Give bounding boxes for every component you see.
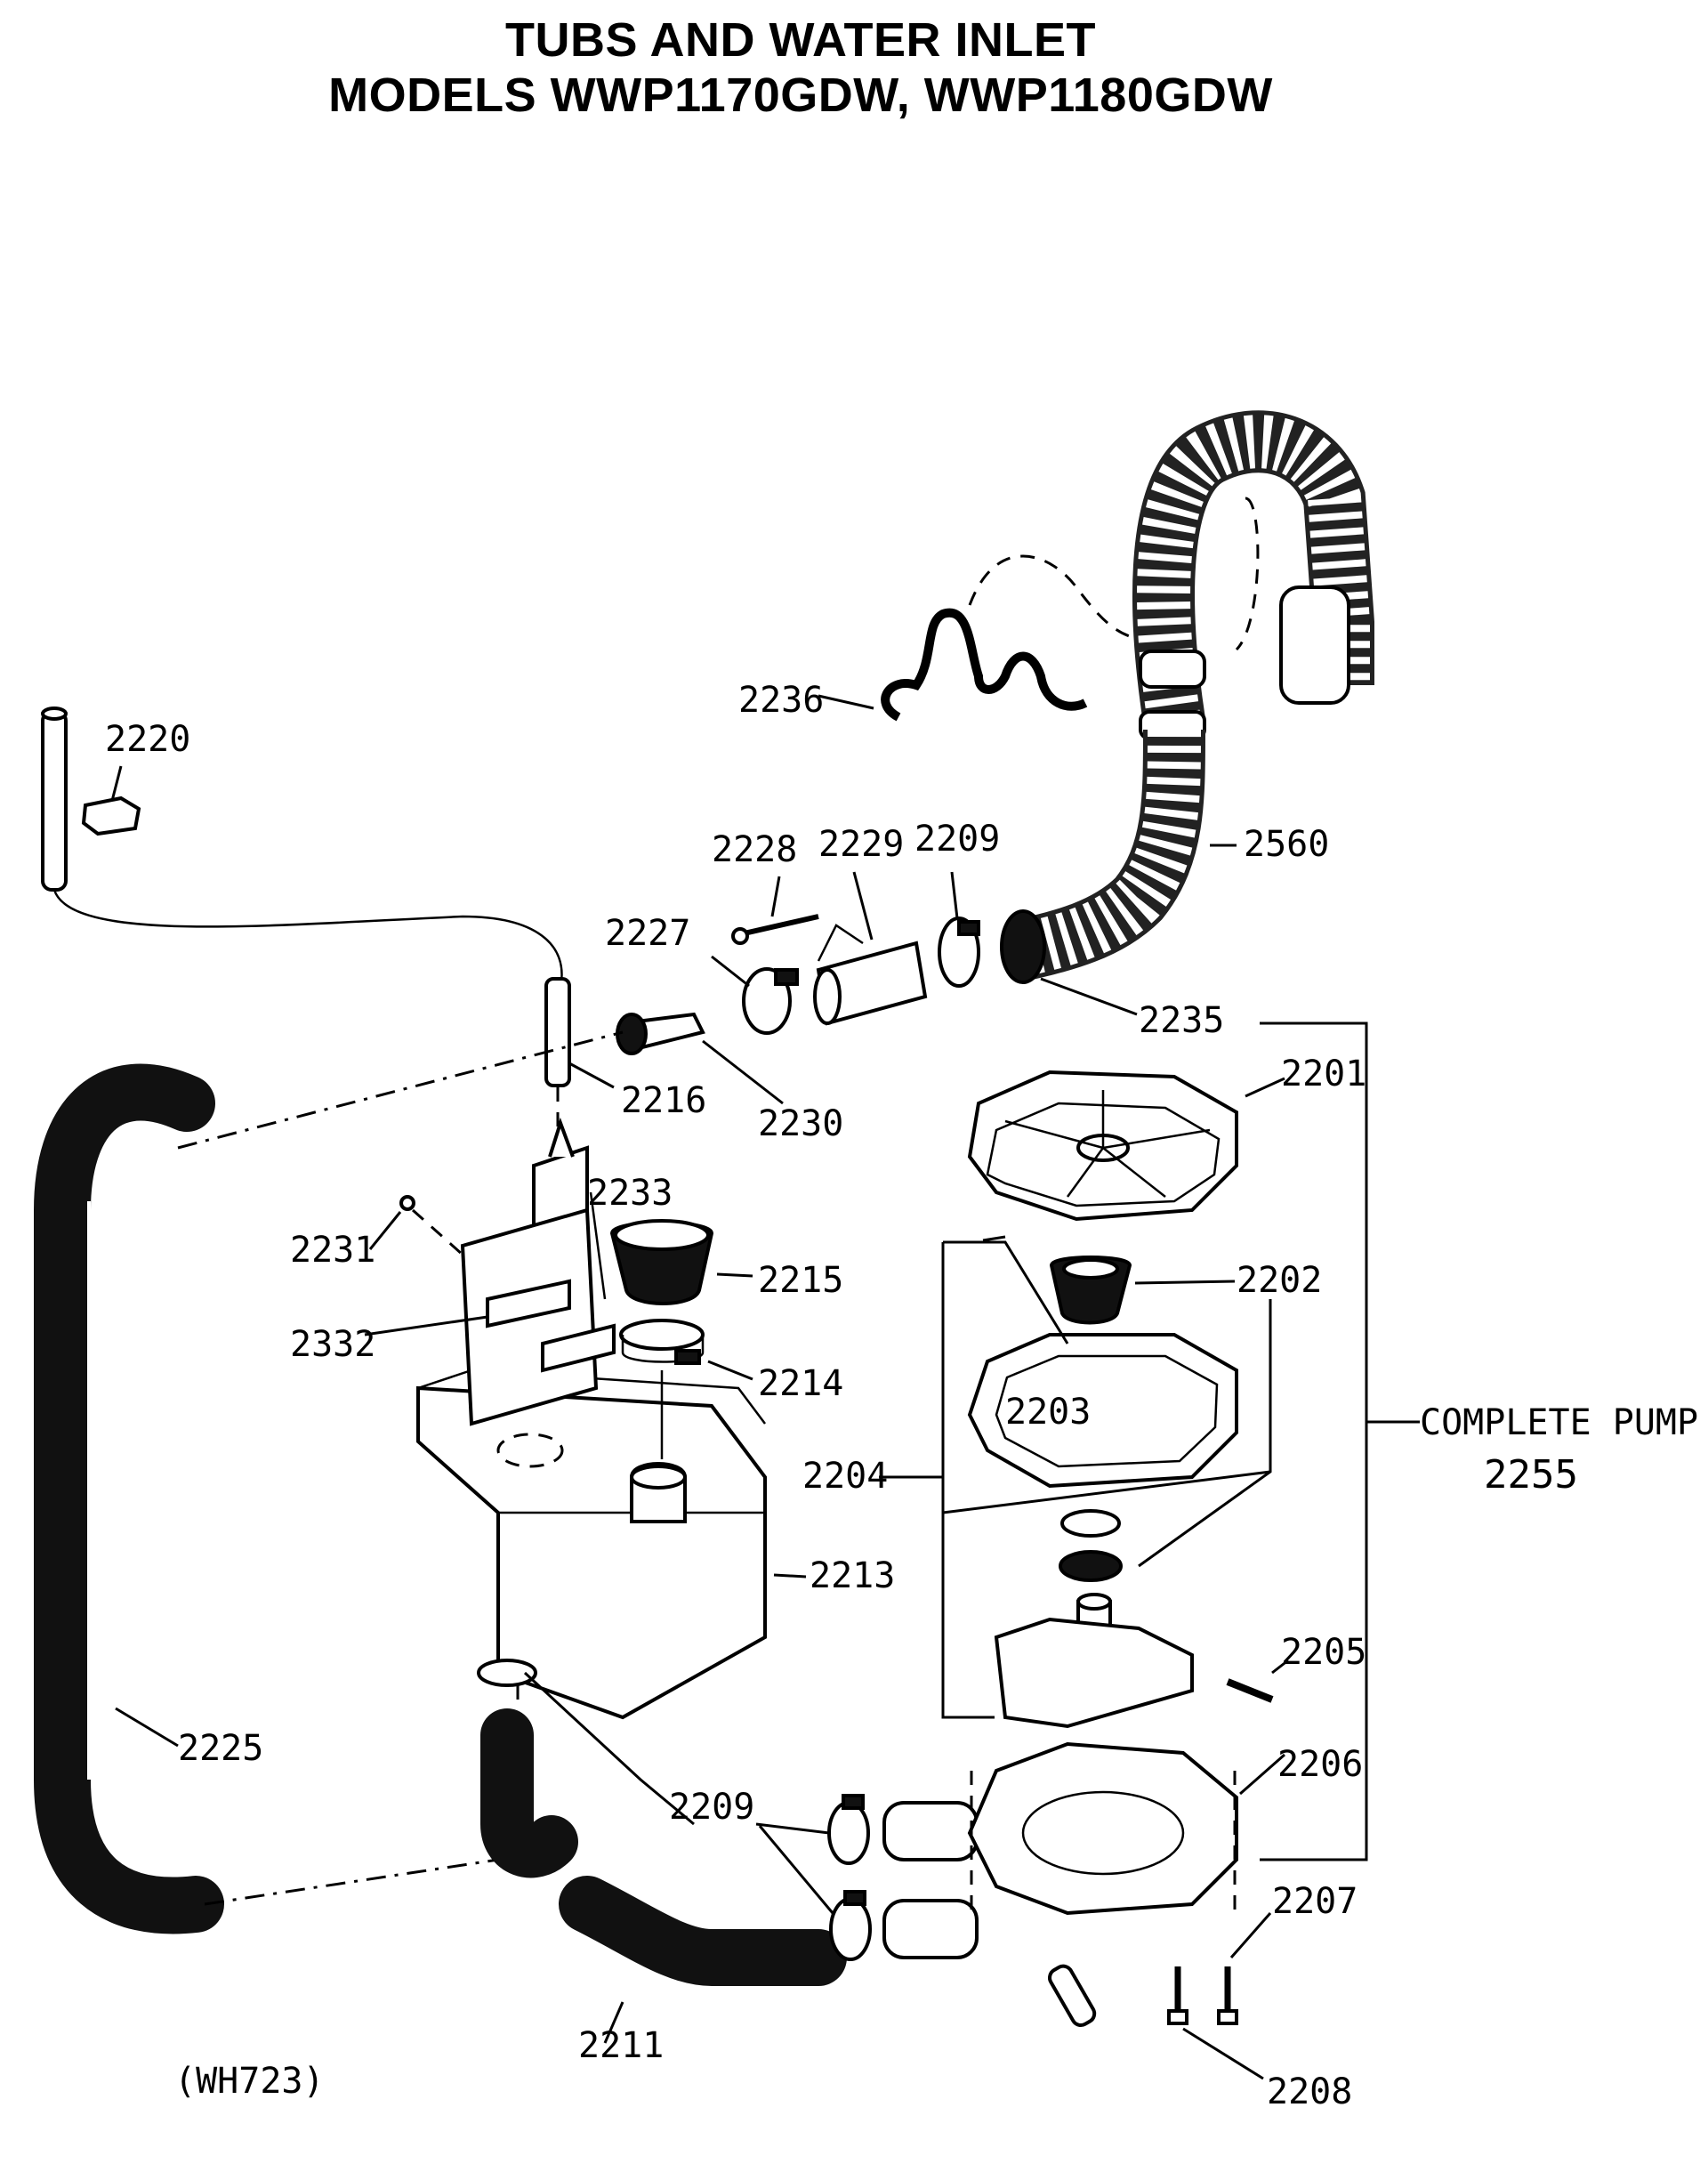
part-2209-elbow-hose xyxy=(480,1682,578,1878)
label-2332: 2332 xyxy=(290,1324,375,1365)
part-2233-bracket xyxy=(460,1117,607,1426)
label-2216: 2216 xyxy=(621,1080,706,1121)
part-2227-clamp xyxy=(711,955,799,1035)
label-2231: 2231 xyxy=(290,1230,375,1271)
label-2230: 2230 xyxy=(758,1103,843,1144)
part-2201-pump-cover xyxy=(967,1070,1285,1222)
label-2202: 2202 xyxy=(1237,1260,1322,1301)
label-2229: 2229 xyxy=(818,824,904,865)
part-2214-clamp xyxy=(619,1319,753,1459)
part-2207-bolt xyxy=(1217,1912,1272,2025)
label-2208: 2208 xyxy=(1267,2071,1352,2112)
label-2235: 2235 xyxy=(1139,1000,1224,1041)
label-2225: 2225 xyxy=(178,1728,263,1769)
label-2209-lower: 2209 xyxy=(669,1787,754,1828)
label-2228: 2228 xyxy=(712,829,797,870)
label-2206: 2206 xyxy=(1277,1744,1363,1785)
part-2220-tube xyxy=(41,707,563,989)
complete-pump-bracket xyxy=(1260,1021,1420,1861)
label-2204: 2204 xyxy=(802,1456,888,1497)
part-2205-screw xyxy=(1226,1659,1289,1703)
part-2206-pump-housing xyxy=(967,1741,1285,2027)
part-2209-clamp-upper xyxy=(938,871,980,988)
diagram-title-line1: TUBS AND WATER INLET xyxy=(505,13,1096,67)
label-2255: 2255 xyxy=(1484,1452,1578,1498)
label-2207: 2207 xyxy=(1272,1881,1358,1922)
part-2208-bolt xyxy=(1167,1966,1264,2080)
part-2332-plates xyxy=(364,1279,616,1373)
label-2233: 2233 xyxy=(587,1173,673,1214)
label-2214: 2214 xyxy=(758,1363,843,1404)
part-2225-hose xyxy=(34,1063,499,1934)
part-2230-fitting xyxy=(177,1012,784,1150)
part-2216-hose xyxy=(544,977,615,1130)
label-2220: 2220 xyxy=(105,719,190,760)
label-2560: 2560 xyxy=(1244,824,1329,865)
part-2209-clamp-lower-left xyxy=(477,1659,695,1826)
label-complete-pump: COMPLETE PUMP xyxy=(1420,1402,1698,1443)
part-2203-gasket xyxy=(967,1235,1238,1489)
diagram-title-line2: MODELS WWP1170GDW, WWP1180GDW xyxy=(328,69,1273,122)
part-2211-hose xyxy=(559,1876,847,2044)
label-2236: 2236 xyxy=(738,680,824,721)
part-2204-impeller xyxy=(879,1240,1271,1729)
part-2228-screw xyxy=(731,876,819,945)
part-2209-clamps-pair xyxy=(755,1794,979,1961)
label-2203: 2203 xyxy=(1005,1392,1091,1433)
label-2215: 2215 xyxy=(758,1260,843,1301)
label-2201: 2201 xyxy=(1281,1054,1366,1094)
part-2560-drain-hose xyxy=(1000,410,1374,1016)
part-2236-wire-clip xyxy=(818,554,1157,722)
label-2205: 2205 xyxy=(1281,1632,1366,1673)
part-2215-cap xyxy=(609,1219,753,1305)
part-2202-seal xyxy=(1049,1256,1272,1568)
part-2213-tub xyxy=(416,1369,807,1720)
label-2227: 2227 xyxy=(605,913,690,954)
diagram-code: (WH723) xyxy=(174,2061,325,2102)
label-2213: 2213 xyxy=(810,1555,895,1596)
part-2231-screw xyxy=(368,1195,463,1256)
label-2211: 2211 xyxy=(578,2025,664,2066)
label-2209-upper: 2209 xyxy=(914,819,1000,860)
part-2229-connector xyxy=(813,871,928,1026)
